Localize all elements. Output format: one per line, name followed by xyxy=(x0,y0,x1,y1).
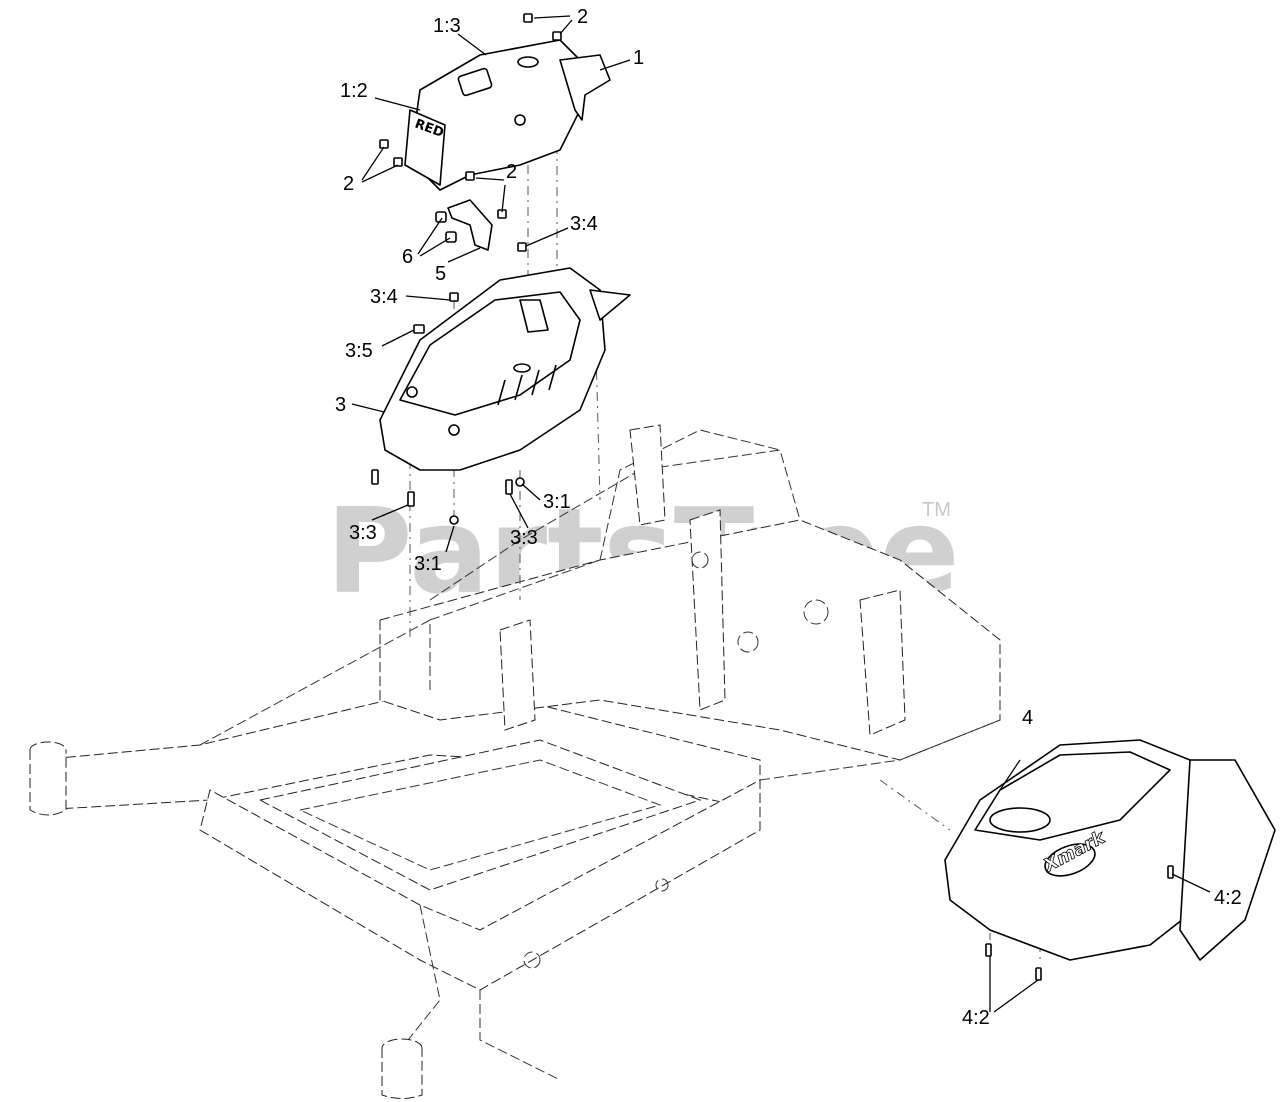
callout-3-3-left: 3:3 xyxy=(349,522,377,544)
callout-2-mid: 2 xyxy=(506,161,517,183)
callout-3-5: 3:5 xyxy=(345,340,373,362)
callout-1-2: 1:2 xyxy=(340,80,368,102)
callout-3-4-right: 3:4 xyxy=(570,213,598,235)
fasteners xyxy=(371,13,1174,981)
callout-3-4-left: 3:4 xyxy=(370,286,398,308)
callout-3-1-right: 3:1 xyxy=(543,491,571,513)
mower-frame xyxy=(29,424,1001,1099)
bracket-part-5 xyxy=(435,199,493,251)
callout-3-1-bottom: 3:1 xyxy=(414,553,442,575)
callout-3-3-right: 3:3 xyxy=(510,527,538,549)
watermark-trademark: TM xyxy=(922,499,951,521)
callout-2-top: 2 xyxy=(577,6,588,28)
fuel-tank-part-4: Xmark xyxy=(944,739,1276,961)
callout-labels: 2 1 1:3 1:2 2 2 6 5 3:4 3:4 3:5 3 3:3 3:… xyxy=(335,6,1242,1029)
callout-2-left: 2 xyxy=(343,173,354,195)
callout-1: 1 xyxy=(633,47,644,69)
callout-4-2-right: 4:2 xyxy=(1214,887,1242,909)
callout-5: 5 xyxy=(435,263,446,285)
control-console-part-1: RED xyxy=(404,39,611,191)
callout-6: 6 xyxy=(402,246,413,268)
callout-4: 4 xyxy=(1022,707,1033,729)
leader-lines xyxy=(351,15,1211,1013)
callout-3: 3 xyxy=(335,394,346,416)
callout-1-3: 1:3 xyxy=(433,15,461,37)
callout-4-2-bottom: 4:2 xyxy=(962,1007,990,1029)
fuel-tank-part-3 xyxy=(379,267,631,471)
